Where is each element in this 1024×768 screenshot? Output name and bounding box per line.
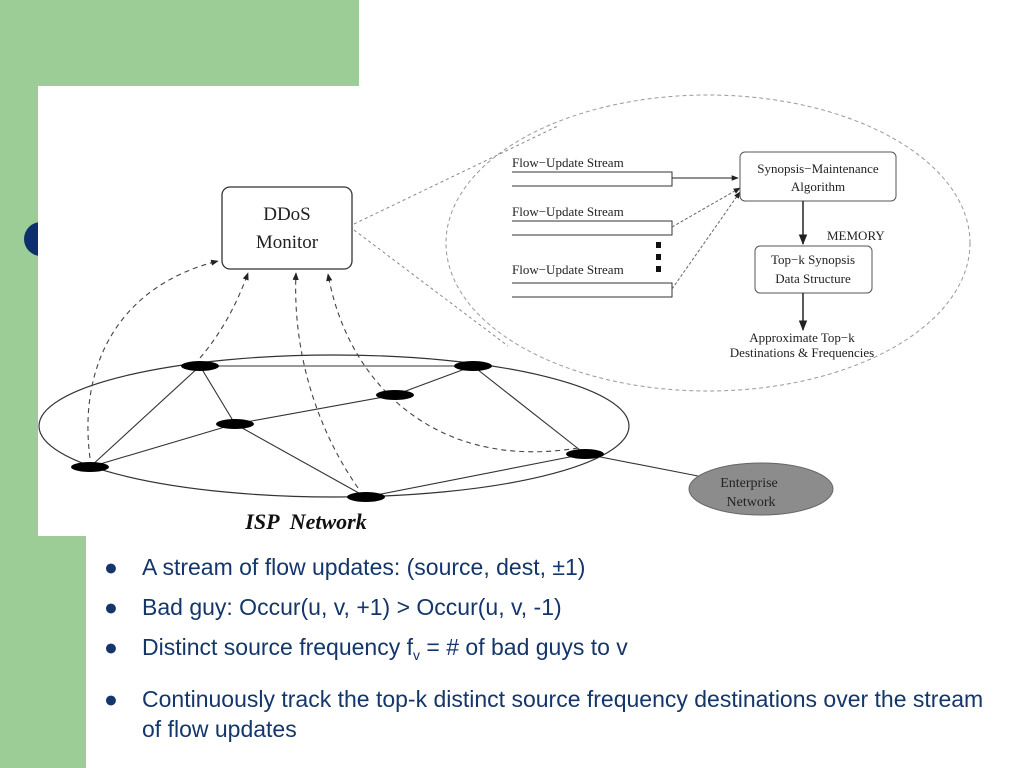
bullet-item: ● A stream of flow updates: (source, des…	[104, 552, 1004, 582]
node	[71, 462, 109, 472]
bullet-text-pre: Distinct source frequency f	[142, 634, 414, 660]
vertical-ellipsis	[656, 242, 661, 272]
bullet-dot: ●	[104, 634, 118, 660]
enterprise-line1: Enterprise	[720, 476, 778, 491]
monitor-line2: Monitor	[256, 232, 319, 253]
node	[347, 492, 385, 502]
zoom-line-top	[353, 125, 559, 225]
synopsis-line2: Algorithm	[791, 179, 845, 194]
memory-label: MEMORY	[827, 228, 885, 243]
bullet-list: ● A stream of flow updates: (source, des…	[104, 552, 1004, 754]
ddos-monitor-box: DDoS Monitor	[221, 186, 353, 270]
bullet-item: ● Continuously track the top-k distinct …	[104, 684, 1004, 744]
ddos-diagram: DDoS Monitor Flow−Update Stream Flow−Upd…	[38, 86, 1024, 536]
output-line2: Destinations & Frequencies	[730, 345, 874, 360]
arrow-stream2	[671, 187, 741, 228]
bullet-text: A stream of flow updates: (source, dest,…	[142, 554, 586, 580]
bullet-dot: ●	[104, 686, 118, 712]
ddos-figure: DDoS Monitor Flow−Update Stream Flow−Upd…	[38, 86, 1024, 536]
bullet-text-post: = # of bad guys to v	[420, 634, 628, 660]
bullet-item: ● Distinct source frequency fv = # of ba…	[104, 632, 1004, 670]
bullet-dot: ●	[104, 594, 118, 620]
bullet-text: Bad guy: Occur(u, v, +1) > Occur(u, v, -…	[142, 594, 562, 620]
synopsis-line1: Synopsis−Maintenance	[757, 161, 879, 176]
enterprise-network-node: Enterprise Network	[688, 462, 834, 516]
node	[454, 361, 492, 371]
topk-synopsis-box: Top−k Synopsis Data Structure	[754, 245, 873, 294]
output-line1: Approximate Top−k	[749, 330, 855, 345]
node	[376, 390, 414, 400]
traffic-to-monitor	[87, 259, 579, 489]
monitor-line1: DDoS	[263, 204, 311, 225]
enterprise-line2: Network	[727, 495, 776, 510]
zoom-line-bottom	[353, 229, 509, 347]
zoom-ellipse	[445, 94, 971, 392]
green-top-band	[0, 0, 359, 95]
stream-1: Flow−Update Stream	[512, 155, 673, 187]
node	[181, 361, 219, 371]
isp-network-ellipse	[38, 354, 630, 498]
stream-2: Flow−Update Stream	[512, 204, 673, 236]
bullet-item: ● Bad guy: Occur(u, v, +1) > Occur(u, v,…	[104, 592, 1004, 622]
node	[216, 419, 254, 429]
bullet-text-sub: v	[413, 647, 421, 663]
topk-line1: Top−k Synopsis	[771, 252, 855, 267]
node	[566, 449, 604, 459]
stream-label-3: Flow−Update Stream	[512, 262, 624, 277]
stream-label-2: Flow−Update Stream	[512, 204, 624, 219]
topk-line2: Data Structure	[775, 271, 851, 286]
isp-network-label: ISP Network	[244, 509, 366, 534]
synopsis-maintenance-box: Synopsis−Maintenance Algorithm	[739, 151, 897, 202]
network-edges	[89, 365, 699, 498]
bullet-text: Continuously track the top-k distinct so…	[142, 686, 984, 742]
stream-3: Flow−Update Stream	[512, 262, 673, 298]
stream-label-1: Flow−Update Stream	[512, 155, 624, 170]
bullet-dot: ●	[104, 554, 118, 580]
network-nodes	[71, 361, 604, 502]
